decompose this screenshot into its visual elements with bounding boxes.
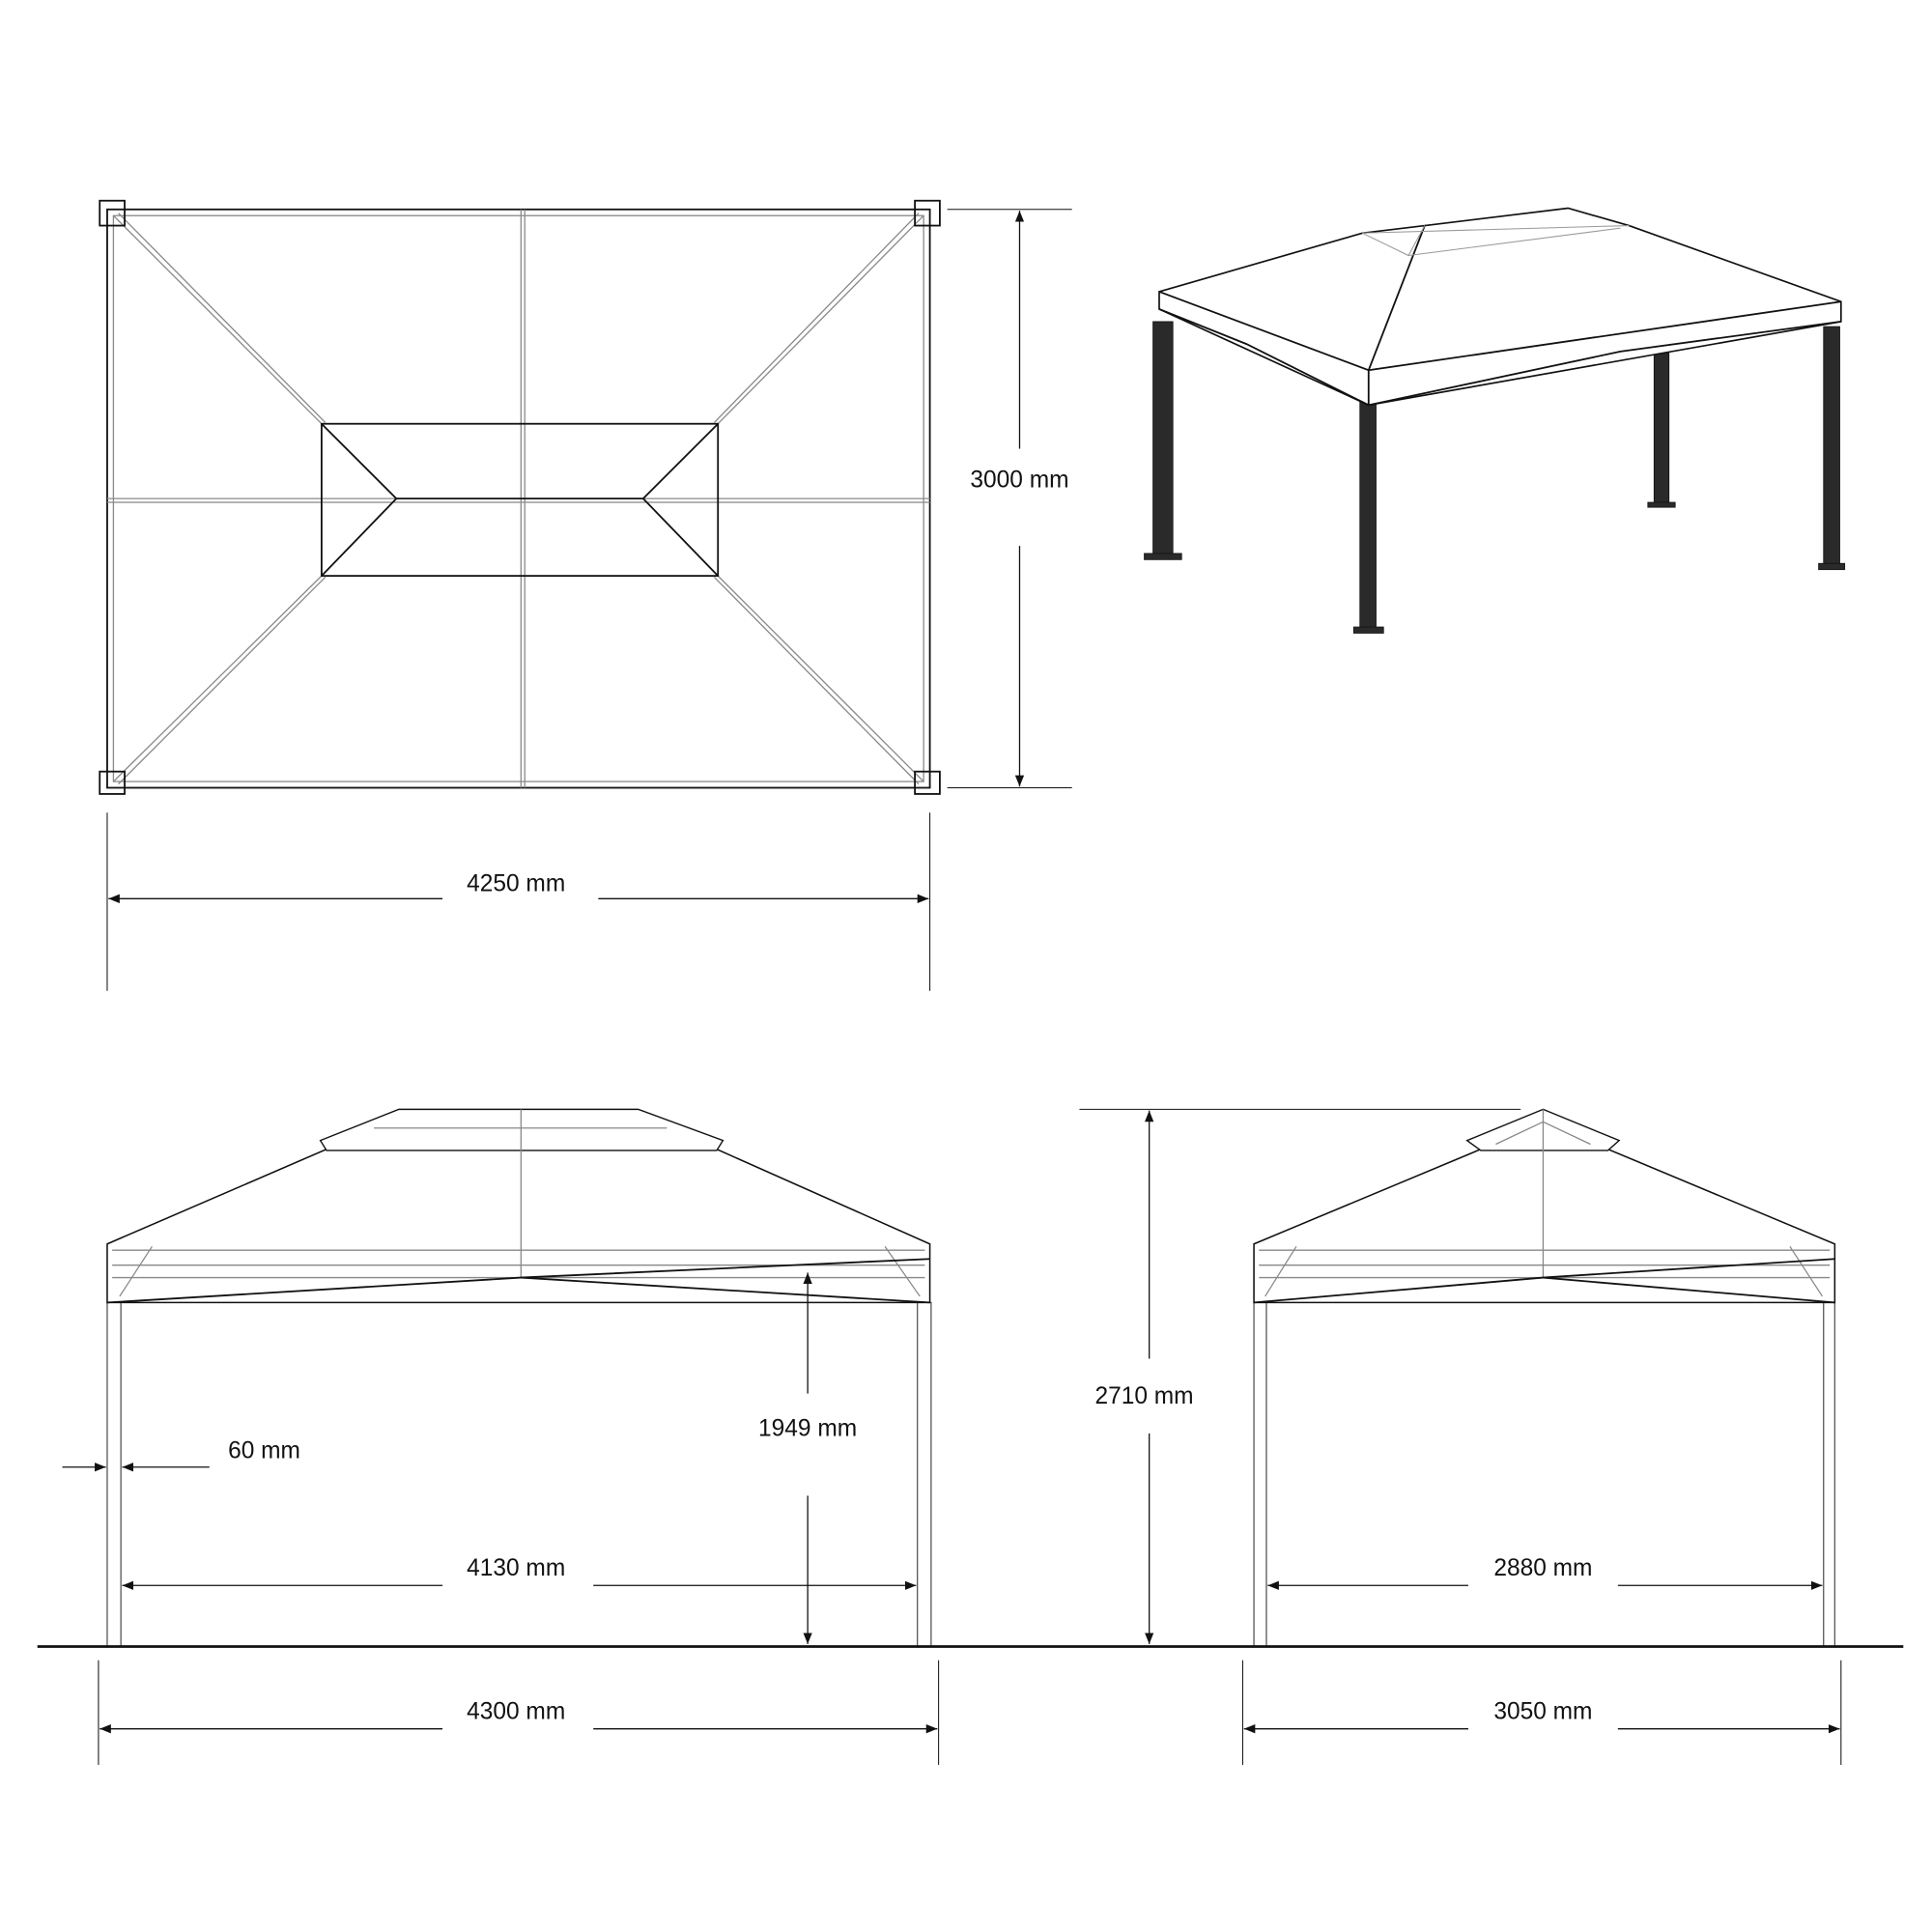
side-inner-width-label: 2880 mm	[1493, 1555, 1592, 1581]
depth-dimension: 3000 mm	[947, 209, 1072, 788]
front-inner-width-label: 4130 mm	[467, 1555, 565, 1581]
side-inner-width-dimension: 2880 mm	[1267, 1555, 1823, 1590]
front-outer-width-label: 4300 mm	[467, 1698, 565, 1724]
width-dimension: 4250 mm	[106, 812, 931, 991]
corner-plates	[99, 199, 941, 795]
width-label: 4250 mm	[467, 871, 565, 897]
post-size-label: 60 mm	[228, 1438, 300, 1464]
perspective-view	[1144, 207, 1846, 634]
front-outer-width-dimension: 4300 mm	[98, 1660, 940, 1766]
front-elevation: 60 mm 1949 mm 4130 mm 4300 mm	[62, 1108, 940, 1766]
total-height-dimension: 2710 mm	[1079, 1108, 1521, 1644]
side-outer-width-label: 3050 mm	[1493, 1698, 1592, 1724]
front-inner-width-dimension: 4130 mm	[122, 1555, 917, 1590]
depth-label: 3000 mm	[970, 468, 1068, 494]
side-elevation: 2710 mm 2880 mm 3050 mm	[1079, 1108, 1842, 1766]
total-height-label: 2710 mm	[1094, 1383, 1193, 1409]
side-outer-width-dimension: 3050 mm	[1241, 1660, 1842, 1766]
post-size-dimension: 60 mm	[62, 1438, 300, 1472]
clear-height-dimension: 1949 mm	[758, 1272, 857, 1644]
clear-height-label: 1949 mm	[758, 1415, 857, 1441]
top-plan-view: 3000 mm 4250 mm	[99, 199, 1072, 991]
